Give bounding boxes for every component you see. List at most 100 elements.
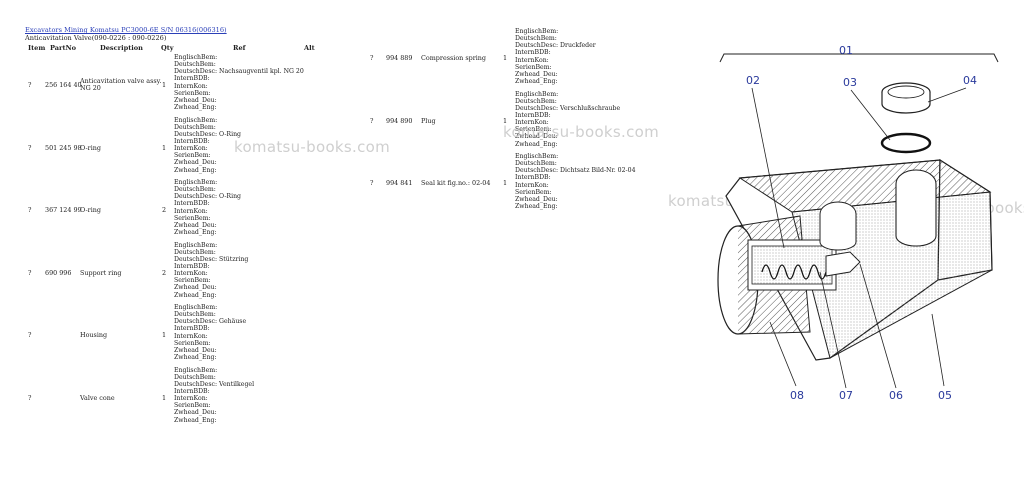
column-header-ref: Ref (233, 44, 246, 52)
ref-line: InternKon: (174, 83, 304, 90)
ref-label: InternBDB: (515, 174, 551, 182)
ref-line: DeutschDesc: Ventilkegel (174, 381, 254, 388)
ref-line: DeutschDesc: Nachsaugventil kpl. NG 20 (174, 68, 304, 75)
ref-label: InternKon: (515, 119, 549, 127)
row-item: ? (370, 54, 374, 62)
row-description: Support ring (80, 268, 122, 277)
ref-line: EnglischBem: (174, 54, 304, 61)
ref-label: DeutschDesc: (515, 104, 559, 112)
ref-label: SerienBem: (174, 152, 211, 160)
row-partno: 994 889 (386, 54, 413, 62)
column-header-item: Item (28, 44, 46, 52)
ref-label: InternKon: (515, 56, 549, 64)
ref-label: Zwhead_Eng: (515, 203, 558, 211)
ref-label: EnglischBem: (174, 241, 218, 249)
row-qty: 1 (162, 393, 167, 402)
ref-label: DeutschBem: (174, 373, 216, 381)
row-partno: 994 841 (386, 179, 413, 187)
callout-05: 05 (938, 389, 952, 402)
ref-line: InternKon: (515, 182, 636, 189)
ref-label: EnglischBem: (174, 179, 218, 186)
ref-label: DeutschBem: (174, 186, 216, 194)
row-partno: 690 996 (45, 268, 72, 277)
ref-label: SerienBem: (174, 277, 211, 285)
valve-exploded-diagram: 01 02 03 04 05 06 07 08 (717, 44, 999, 402)
ref-label: DeutschDesc: (174, 130, 218, 138)
ref-label: Zwhead_Deu: (515, 133, 558, 141)
ref-label: InternKon: (174, 332, 208, 340)
ref-line: Zwhead_Eng: (515, 78, 596, 85)
ref-label: Zwhead_Deu: (174, 346, 217, 354)
ref-line: InternBDB: (174, 200, 241, 207)
row-qty: 1 (503, 116, 508, 125)
breadcrumb-link[interactable]: Excavators Mining Komatsu PC3000-6E S/N … (25, 26, 227, 34)
row-description: Plug (421, 116, 436, 125)
ref-label: InternBDB: (174, 387, 210, 395)
ref-label: InternBDB: (174, 200, 210, 208)
row-description: O-ring (80, 206, 101, 214)
ref-line: Zwhead_Eng: (515, 141, 620, 148)
ref-label: EnglischBem: (174, 116, 218, 124)
ref-line: Zwhead_Eng: (174, 104, 304, 111)
ref-label: Zwhead_Eng: (174, 291, 217, 299)
row-qty: 1 (503, 179, 508, 187)
ref-line: SerienBem: (174, 340, 246, 347)
ref-label: InternKon: (174, 270, 208, 278)
ref-block: EnglischBem:DeutschBem:DeutschDesc: Nach… (174, 54, 304, 111)
ref-label: EnglischBem: (174, 366, 218, 374)
ref-label: EnglischBem: (515, 28, 559, 35)
ref-value-deutsch-desc: Dichtsatz Bild-Nr. 02-04 (560, 167, 636, 175)
ref-line: Zwhead_Deu: (174, 284, 248, 291)
ref-line: EnglischBem: (515, 153, 636, 160)
compression-spring (761, 264, 827, 280)
ref-line: Zwhead_Eng: (174, 292, 248, 299)
ref-line: Zwhead_Deu: (174, 222, 241, 229)
ref-label: Zwhead_Deu: (515, 195, 558, 203)
row-description: Anticavitation valve assy. NG 20 (80, 77, 162, 93)
ref-block: EnglischBem:DeutschBem:DeutschDesc: O-Ri… (174, 117, 241, 174)
ref-label: InternBDB: (174, 137, 210, 145)
callout-06: 06 (889, 389, 903, 402)
ref-line: Zwhead_Deu: (515, 196, 636, 203)
ref-label: DeutschDesc: (515, 42, 559, 50)
ref-line: Zwhead_Deu: (515, 71, 596, 78)
row-item: ? (28, 143, 32, 152)
ref-line: EnglischBem: (515, 91, 620, 98)
ref-value-deutsch-desc: Verschlußschraube (560, 104, 621, 112)
ref-label: InternKon: (174, 145, 208, 153)
row-partno: 367 124 99 (45, 206, 82, 214)
callout-07: 07 (839, 389, 853, 402)
callout-08: 08 (790, 389, 804, 402)
ref-block: EnglischBem:DeutschBem:DeutschDesc: Vers… (515, 91, 620, 148)
ref-label: InternBDB: (174, 75, 210, 83)
ref-value-deutsch-desc: O-Ring (219, 130, 242, 138)
ref-line: InternKon: (515, 57, 596, 64)
ref-line: InternBDB: (174, 138, 241, 145)
ref-label: InternKon: (174, 395, 208, 403)
ref-label: Zwhead_Eng: (515, 78, 558, 86)
ref-label: EnglischBem: (174, 54, 218, 61)
ref-line: DeutschBem: (174, 374, 254, 381)
ref-block: EnglischBem:DeutschBem:DeutschDesc: Stüt… (174, 242, 248, 299)
ref-line: EnglischBem: (174, 242, 248, 249)
ref-line: Zwhead_Eng: (174, 167, 241, 174)
ref-line: Zwhead_Deu: (515, 133, 620, 140)
ref-label: InternKon: (174, 82, 208, 90)
ref-line: DeutschDesc: O-Ring (174, 193, 241, 200)
row-qty: 1 (162, 331, 167, 339)
ref-label: EnglischBem: (515, 90, 559, 98)
ref-block: EnglischBem:DeutschBem:DeutschDesc: Vent… (174, 367, 254, 424)
ref-block: EnglischBem:DeutschBem:DeutschDesc: Gehä… (174, 304, 246, 361)
watermark-text: komatsu-books.com (234, 138, 391, 156)
ref-line: DeutschDesc: Verschlußschraube (515, 105, 620, 112)
ref-label: DeutschDesc: (174, 193, 218, 201)
ref-label: Zwhead_Deu: (174, 221, 217, 229)
ref-line: Zwhead_Deu: (174, 347, 246, 354)
row-item: ? (28, 393, 32, 402)
ref-line: Zwhead_Eng: (174, 229, 241, 236)
ref-line: DeutschBem: (174, 311, 246, 318)
ref-label: DeutschDesc: (174, 318, 218, 326)
ref-line: SerienBem: (174, 402, 254, 409)
ref-line: InternBDB: (515, 174, 636, 181)
ref-line: SerienBem: (174, 215, 241, 222)
